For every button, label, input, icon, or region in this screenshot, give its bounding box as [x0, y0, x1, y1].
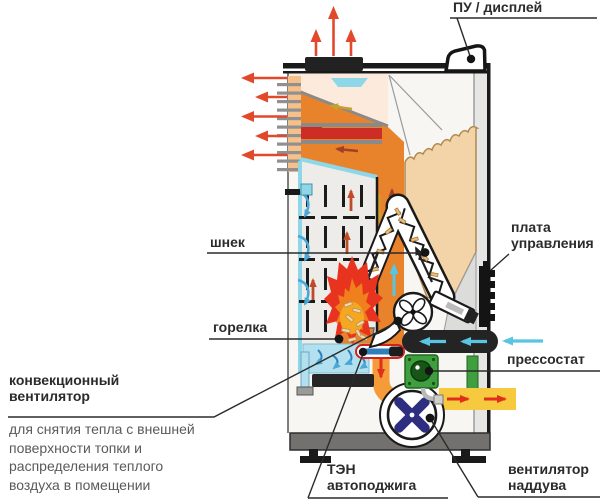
warm-air-duct: [439, 388, 516, 410]
blower-fan-icon: [379, 382, 445, 448]
pressure-switch-device: [404, 354, 444, 405]
label-auger: шнек: [210, 234, 245, 250]
burning-pellets: [341, 301, 369, 343]
flue-out-arrows: [310, 6, 357, 56]
radiated-heat-arrows: [241, 72, 287, 161]
label-ignition-heater: ТЭН автоподжига: [327, 461, 417, 493]
auger-motor: [428, 290, 479, 325]
label-control-board: плата управления: [511, 219, 594, 251]
ash-pan: [312, 374, 374, 387]
vent-window: [331, 78, 368, 87]
green-conduit: [466, 355, 479, 393]
display-unit-device: [443, 44, 487, 73]
flame: [324, 256, 383, 346]
heat-exchanger-tube: [290, 123, 382, 144]
air-intake-duct: [402, 330, 543, 353]
label-convection-fan-note: для снятия тепла с внешней поверхности т…: [9, 421, 195, 493]
label-burner: горелка: [213, 319, 268, 335]
heat-exchanger-fins: [241, 72, 301, 172]
air-curl-arrows: [297, 190, 311, 306]
label-display-unit: ПУ / дисплей: [453, 0, 543, 15]
pointer-lines: [8, 17, 600, 499]
boiler-feet: [300, 449, 486, 463]
label-convection-fan: конвекционный вентилятор: [9, 372, 120, 404]
control-board-device: [479, 261, 495, 327]
label-pressure-switch: прессостат: [507, 351, 585, 367]
chimney: [305, 6, 363, 71]
pointer-dots: [334, 54, 476, 423]
label-blower-fan: вентилятор наддува: [508, 461, 589, 493]
